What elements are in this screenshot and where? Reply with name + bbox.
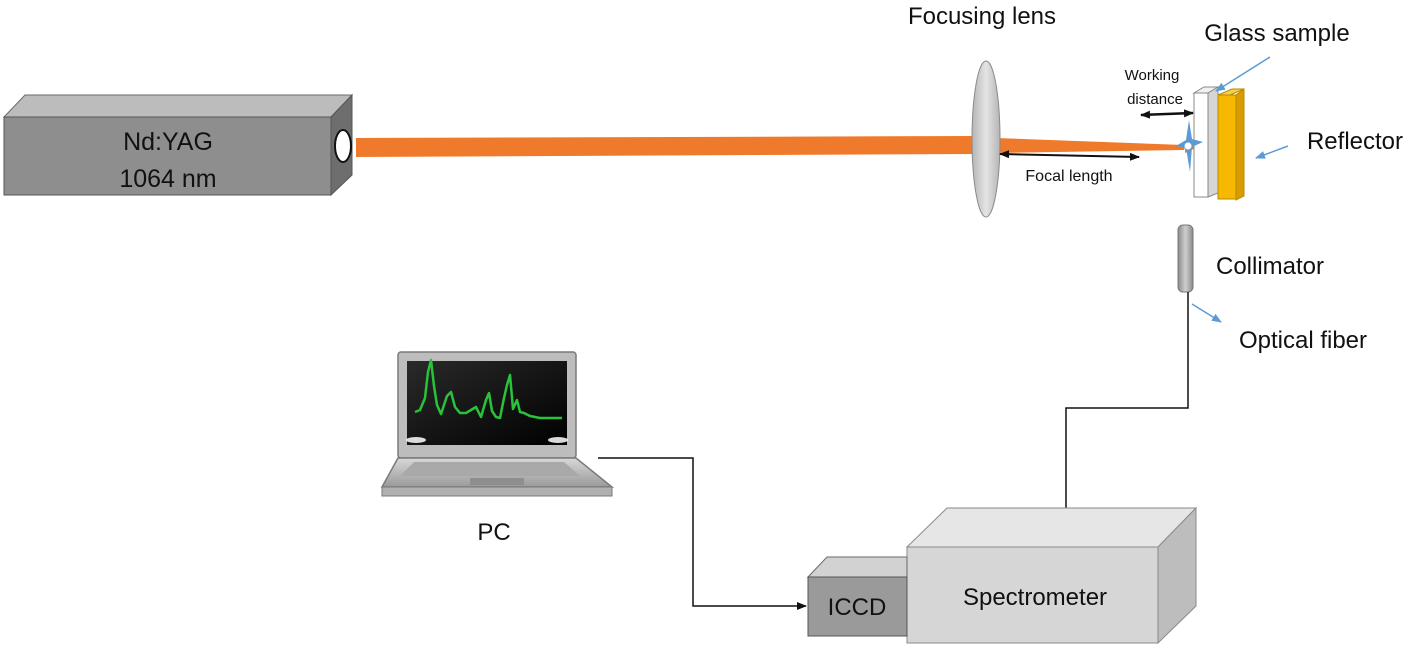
- pc-label: PC: [477, 519, 510, 546]
- iccd-box: [806, 556, 908, 637]
- reflector-label: Reflector: [1307, 128, 1403, 155]
- spectrometer-box: [905, 506, 1198, 645]
- laser-wavelength-label: 1064 nm: [119, 165, 216, 193]
- laser-box: [2, 93, 354, 197]
- working-distance-label-line1: Working: [1125, 67, 1180, 84]
- focal-length-arrow: [999, 150, 1140, 161]
- optical-fiber-label: Optical fiber: [1239, 327, 1367, 354]
- optical-fiber-pointer: [1191, 303, 1222, 323]
- working-distance-arrow: [1140, 109, 1194, 119]
- working-distance-label-line2: distance: [1127, 91, 1183, 108]
- plasma-spark: [1176, 120, 1203, 172]
- laser-aperture: [334, 129, 352, 163]
- pc-iccd-cable: [598, 457, 807, 610]
- collimator: [1177, 224, 1194, 293]
- glass-sample-label: Glass sample: [1204, 20, 1349, 47]
- glass-sample-pointer: [1215, 56, 1271, 92]
- iccd-label: ICCD: [828, 594, 887, 621]
- spectrum-trace: [414, 358, 562, 420]
- laser-beam: [356, 136, 978, 157]
- collimator-label: Collimator: [1216, 253, 1324, 280]
- spectrometer-label: Spectrometer: [963, 584, 1107, 611]
- focusing-lens-label: Focusing lens: [908, 3, 1056, 30]
- laser-name-label: Nd:YAG: [123, 128, 213, 156]
- laptop-pc: [380, 351, 615, 497]
- reflector: [1217, 88, 1245, 201]
- optical-fiber-cable: [1065, 292, 1189, 508]
- reflector-pointer: [1255, 145, 1289, 159]
- focused-beam: [996, 138, 1184, 153]
- focusing-lens: [971, 60, 1001, 218]
- focal-length-label: Focal length: [1025, 168, 1112, 185]
